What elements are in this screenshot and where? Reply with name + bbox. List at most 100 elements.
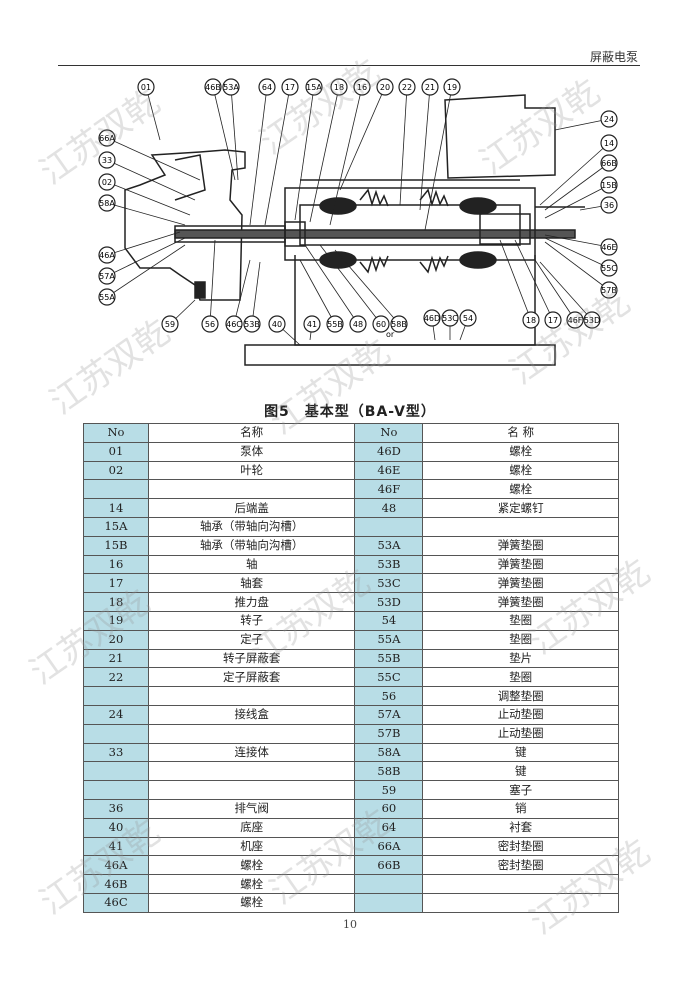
callout-label: 53C xyxy=(441,309,459,340)
callout-number: 18 xyxy=(526,316,536,325)
callout-label: 46A xyxy=(98,231,181,264)
callout-circle xyxy=(281,78,299,96)
callout-label: 46E xyxy=(544,234,618,256)
part-no: 66A xyxy=(354,836,424,857)
part-name: 塞子 xyxy=(422,780,619,800)
leader-line xyxy=(145,86,161,141)
header-name: 名称 xyxy=(147,423,356,443)
leader-line xyxy=(106,237,186,277)
pump-casing xyxy=(124,149,246,301)
callout-circle xyxy=(600,154,618,172)
callout-number: 53A xyxy=(223,83,239,92)
callout-label: 66A xyxy=(98,129,201,181)
callout-circle xyxy=(98,246,116,264)
callout-circle xyxy=(544,311,562,329)
leader-line xyxy=(230,86,239,181)
part-no xyxy=(83,723,149,744)
part-name: 止动垫圈 xyxy=(422,704,619,725)
part-name: 衬套 xyxy=(422,817,619,838)
callout-label: 57A xyxy=(98,237,186,285)
part-name: 销 xyxy=(422,798,619,819)
callout-number: 19 xyxy=(447,83,457,92)
callout-circle xyxy=(225,315,243,333)
callout-number: 21 xyxy=(425,83,435,92)
callout-circle xyxy=(600,176,618,194)
callout-label: 40 xyxy=(268,315,301,346)
part-name: 轴 xyxy=(147,554,356,575)
leader-line xyxy=(514,239,554,321)
callout-number: 02 xyxy=(102,178,112,187)
callout-circle xyxy=(600,110,618,128)
callout-label: 55B xyxy=(299,259,344,333)
part-name xyxy=(147,479,356,500)
part-no: 22 xyxy=(83,667,149,688)
callout-label: 57B xyxy=(544,241,618,299)
part-name: 键 xyxy=(422,742,619,763)
callout-circle xyxy=(204,78,222,96)
callout-label: 56 xyxy=(201,239,219,333)
leader-line xyxy=(304,244,359,325)
callout-number: 55B xyxy=(327,320,343,329)
part-name xyxy=(422,892,619,913)
table-header-row: No 名称 No 名 称 xyxy=(83,423,619,443)
part-name: 轴承（带轴向沟槽） xyxy=(147,535,356,556)
part-no: 18 xyxy=(83,592,149,612)
callout-circle xyxy=(326,315,344,333)
leader-line xyxy=(209,239,216,325)
part-name: 垫圈 xyxy=(422,610,619,631)
part-no: 33 xyxy=(83,742,149,763)
leader-line xyxy=(544,184,610,219)
callout-label: 20 xyxy=(339,78,394,191)
callout-label: 59 xyxy=(161,299,196,333)
part-no: 54 xyxy=(354,610,424,631)
part-no: 16 xyxy=(83,554,149,575)
callout-label: 16 xyxy=(329,78,371,226)
part-no: 64 xyxy=(354,817,424,838)
callout-number: 57A xyxy=(99,272,115,281)
callout-number: 58B xyxy=(391,320,407,329)
header-no: No xyxy=(354,423,424,443)
part-no: 60 xyxy=(354,798,424,819)
callout-circle xyxy=(600,259,618,277)
part-no: 57B xyxy=(354,723,424,744)
callout-label: 18 xyxy=(309,78,348,223)
leader-line xyxy=(106,202,186,226)
callout-label: 41 xyxy=(303,315,321,341)
callout-label: 22 xyxy=(398,78,416,206)
part-name: 紧定螺钉 xyxy=(422,498,619,518)
running-header: 屏蔽电泵 xyxy=(589,50,638,64)
part-no: 55B xyxy=(354,648,424,669)
leader-line xyxy=(339,86,386,191)
callout-label: 02 xyxy=(98,173,191,216)
callout-number: 59 xyxy=(165,320,175,329)
callout-label: 24 xyxy=(554,110,618,131)
callout-number: 46E xyxy=(601,243,616,252)
callout-circle xyxy=(98,194,116,212)
part-name: 弹簧垫圈 xyxy=(422,554,619,575)
callout-circle xyxy=(222,78,240,96)
or-label: or xyxy=(386,330,395,339)
callout-label: 19 xyxy=(424,78,461,231)
leader-line xyxy=(212,86,236,181)
part-name: 接线盒 xyxy=(147,704,356,725)
part-name: 定子屏蔽套 xyxy=(147,667,356,688)
callout-number: 46F xyxy=(568,316,583,325)
part-no: 48 xyxy=(354,498,424,518)
callout-circle xyxy=(600,196,618,214)
callout-label: 55C xyxy=(544,237,618,277)
callout-label: 55A xyxy=(98,244,186,306)
callout-number: 46D xyxy=(424,314,440,323)
header-name: 名 称 xyxy=(422,423,619,443)
part-name: 轴套 xyxy=(147,573,356,594)
callout-number: 57B xyxy=(601,286,617,295)
callout-label: 46D xyxy=(423,309,441,341)
